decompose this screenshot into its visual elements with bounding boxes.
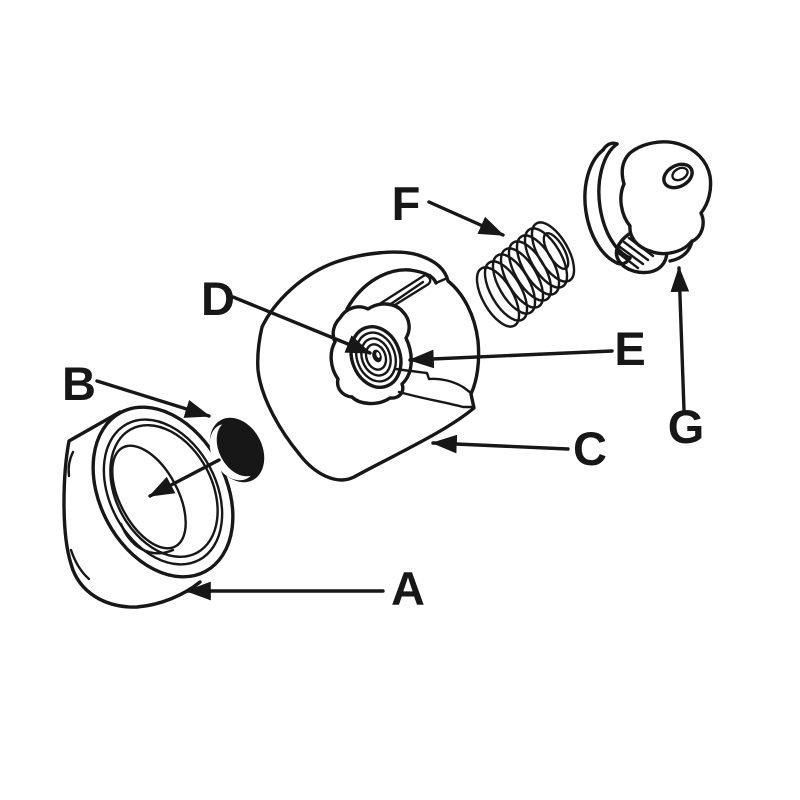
knob-face [619, 140, 713, 256]
arrow-to-part-g [670, 266, 690, 412]
disc-face-front [216, 419, 264, 477]
knob-flange-top [601, 141, 619, 152]
label-f: F [392, 177, 421, 230]
label-a: A [391, 562, 425, 615]
spring-end-coil [530, 221, 576, 283]
stem-thread-1 [615, 250, 640, 270]
knob-lower-right-edge [668, 239, 694, 263]
arrow-to-part-d [231, 295, 372, 355]
knob-hole-outer [662, 162, 694, 190]
arrow-to-part-c [431, 434, 570, 454]
arrow-b-insert [148, 458, 221, 498]
shell-side-line-2 [69, 548, 91, 581]
label-e: E [614, 322, 645, 375]
arrow-to-part-e [408, 349, 614, 369]
label-b: B [62, 357, 96, 410]
bore-ring-1 [349, 325, 403, 389]
part-a-shell [62, 405, 235, 609]
label-c: C [573, 422, 607, 475]
bore-ring-2 [355, 331, 397, 383]
arrow-to-part-f [427, 200, 505, 237]
shell-side-line [67, 450, 75, 478]
knob-hole-inner [671, 166, 689, 182]
part-b-seal-disc [209, 417, 265, 483]
part-labels: A B C D E F G [62, 177, 704, 615]
housing-collar-top [394, 367, 473, 395]
part-g-knob [583, 140, 713, 275]
bore-center-slit [376, 352, 380, 358]
shell-bore-bottom-arc [119, 522, 175, 555]
stem-thread-3 [622, 240, 650, 262]
part-c-housing [256, 250, 481, 482]
arch-right-notch [428, 273, 447, 285]
knob-back-flange-outer [583, 148, 619, 265]
shell-rim-outer [91, 405, 235, 579]
leader-arrows [95, 200, 690, 601]
knob-stem [614, 232, 669, 275]
label-g: G [668, 400, 705, 453]
spring-end-inner [542, 232, 570, 270]
part-f-spring [475, 221, 576, 328]
shell-rim-mid [102, 418, 224, 566]
stem-thread-2 [618, 245, 645, 266]
arrow-to-part-b [95, 379, 211, 418]
label-d: D [201, 272, 235, 325]
knob-flange-bottom [615, 256, 632, 266]
shell-body-outline [62, 410, 202, 609]
housing-collar-bottom [397, 390, 475, 409]
